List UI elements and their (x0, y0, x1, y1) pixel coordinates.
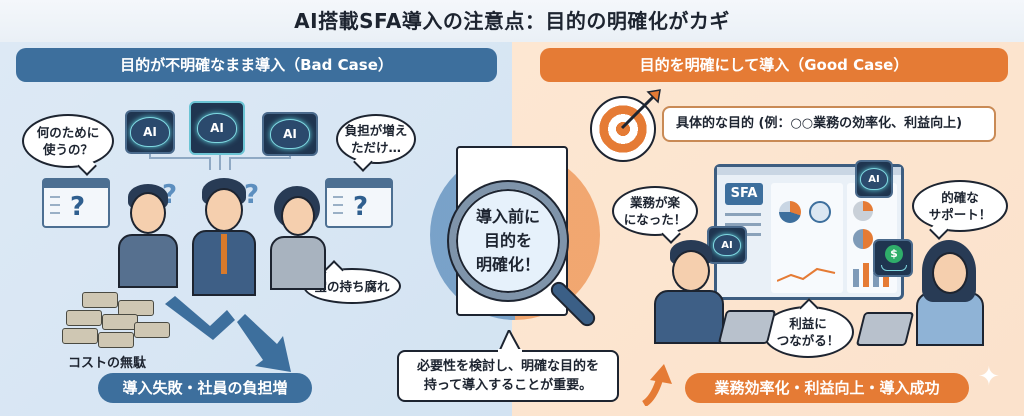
speech-bubble-profit: 利益につながる！ (762, 306, 854, 358)
dollar-icon: $ (885, 245, 903, 263)
confused-man-left (112, 184, 182, 288)
happy-woman (910, 240, 990, 346)
ai-brain-card: AI (707, 226, 747, 264)
donut-chart-icon (779, 201, 801, 223)
goal-box: 具体的な目的 (例：○○業務の効率化、利益向上) (662, 106, 996, 142)
ai-brain-card-center: AI (189, 101, 245, 155)
sfa-label: SFA (725, 183, 763, 205)
confused-man-center (188, 178, 260, 298)
sfa-dashboard: SFA (714, 164, 904, 300)
bad-case-banner: 目的が不明確なまま導入（Bad Case） (16, 48, 497, 82)
confused-window-icon: ? (42, 178, 110, 228)
speech-bubble-easier: 業務が楽になった！ (612, 186, 698, 236)
laptop-icon (855, 312, 915, 346)
ai-brain-icon: AI (713, 234, 741, 256)
good-case-banner: 目的を明確にして導入（Good Case） (540, 48, 1008, 82)
pie-chart-icon (853, 201, 873, 221)
arrow-dart-icon (620, 89, 661, 130)
hand-icon (881, 265, 907, 271)
ai-brain-icon: AI (197, 113, 237, 143)
laptop-icon (717, 310, 777, 344)
bad-result-pill: 導入失敗・社員の負担増 (98, 373, 312, 403)
confused-window-icon: ? (325, 178, 393, 228)
confused-woman (264, 186, 330, 290)
sparkle-icon: ✦ (978, 362, 1000, 392)
center-note: 必要性を検討し、明確な目的を持って導入することが重要。 (397, 350, 619, 402)
speech-bubble-waste: 宝の持ち腐れ (303, 268, 401, 304)
revenue-card: $ (873, 239, 913, 277)
speech-bubble-support: 的確なサポート！ (912, 180, 1008, 232)
note-tail (497, 330, 523, 352)
ai-brain-icon: AI (860, 168, 888, 190)
ai-brain-card: AI (125, 110, 175, 154)
ai-brain-card: AI (262, 112, 318, 156)
cost-waste-label: コストの無駄 (68, 356, 147, 371)
pie-chart-icon (853, 229, 873, 249)
ai-brain-icon: AI (130, 117, 170, 147)
speech-bubble-why-use: 何のために使うの？ (22, 114, 114, 168)
good-result-pill: 業務効率化・利益向上・導入成功 (685, 373, 969, 403)
up-arrow-icon (642, 364, 672, 406)
user-icon (809, 201, 831, 223)
happy-man (650, 240, 730, 344)
magnifying-glass-icon: 導入前に 目的を 明確化！ (449, 182, 567, 300)
question-mark-icon: ? (244, 180, 260, 210)
ai-brain-icon: AI (270, 119, 310, 149)
page-title: AI搭載SFA導入の注意点：目的の明確化がカギ (0, 0, 1024, 42)
line-chart-icon (777, 267, 836, 282)
ai-brain-card: AI (855, 160, 893, 198)
money-stack-icon (62, 292, 172, 348)
speech-bubble-burden: 負担が増えただけ… (336, 114, 416, 164)
broken-down-arrow-icon (165, 296, 291, 372)
